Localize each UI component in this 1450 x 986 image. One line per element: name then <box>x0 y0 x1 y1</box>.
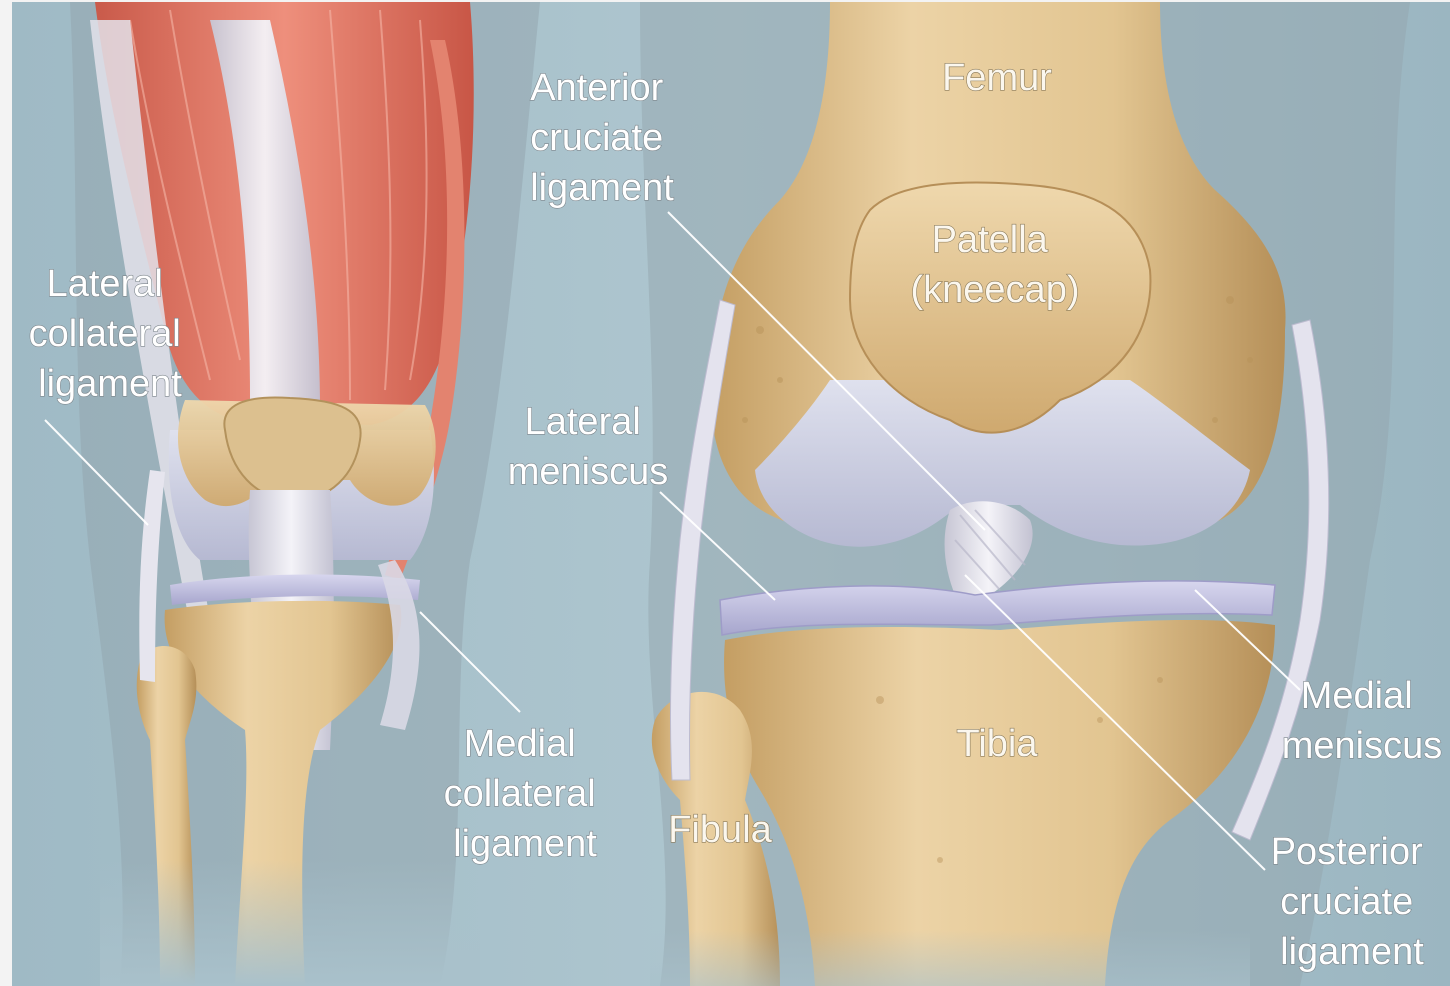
label-anterior-cruciate-ligament: Anterior cruciate ligament <box>530 67 674 209</box>
label-medial-collateral-ligament: Medial collateral ligament <box>444 723 607 865</box>
label-posterior-cruciate-ligament: Posterior cruciate ligament <box>1271 831 1434 973</box>
label-femur: Femur <box>942 57 1052 99</box>
right-fade <box>650 930 1250 986</box>
label-fibula: Fibula <box>668 809 772 851</box>
label-lateral-collateral-ligament: Lateral collateral ligament <box>29 263 192 405</box>
label-tibia: Tibia <box>957 723 1039 765</box>
left-fade <box>100 860 480 986</box>
